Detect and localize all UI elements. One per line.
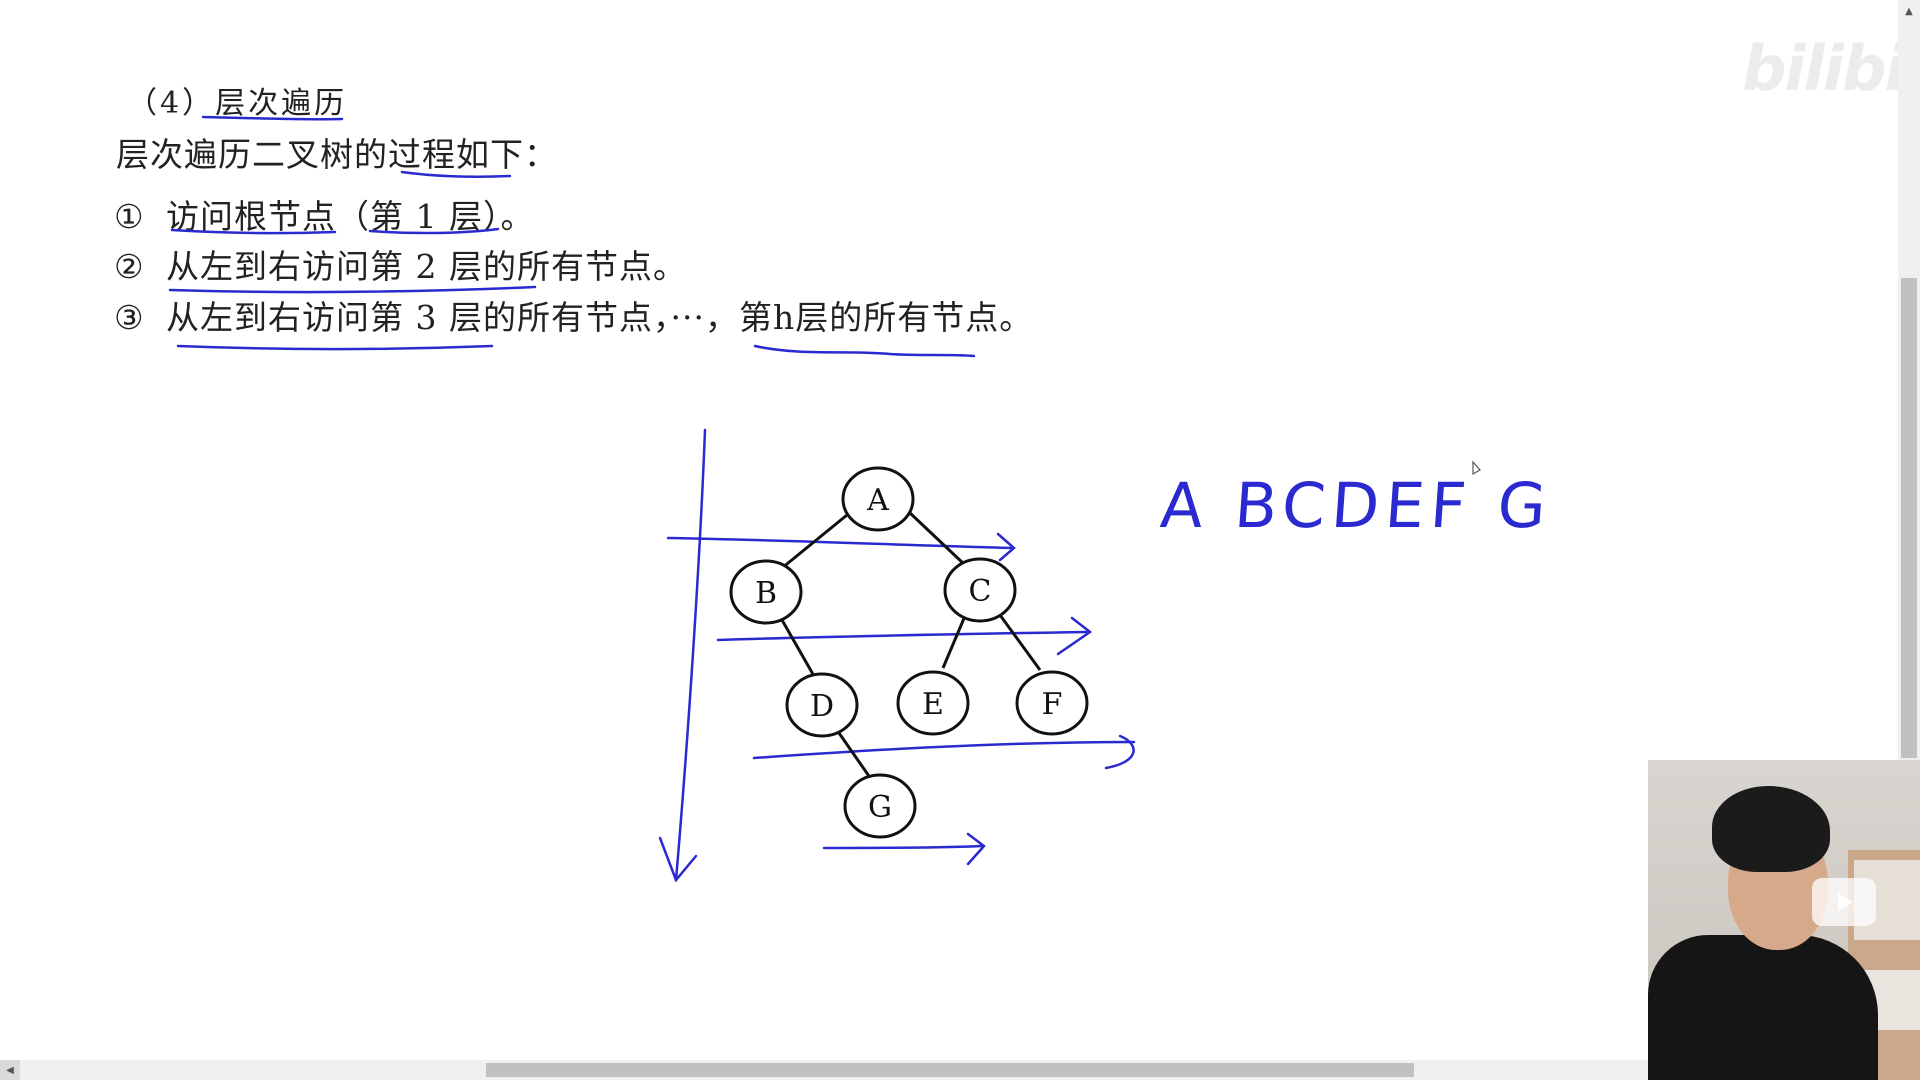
underline-intro (400, 170, 512, 179)
handwritten-underlines (168, 115, 976, 358)
underline-step3b (753, 344, 976, 358)
tree-node-a: A (841, 466, 915, 532)
node-label: F (1042, 687, 1063, 722)
scroll-left-button[interactable]: ◀ (0, 1060, 20, 1080)
edge-a-c (908, 511, 967, 567)
node-label: G (868, 790, 892, 825)
step-number: ① (114, 197, 145, 236)
cursor-icon (1472, 460, 1481, 476)
step-number: ② (114, 247, 145, 286)
step-1: ① 访问根节点（第 1 层）。 (114, 190, 534, 238)
node-label: D (810, 689, 834, 724)
underline-step1b (368, 227, 500, 235)
level4-arrowhead (966, 832, 986, 866)
level4-arrow (822, 844, 984, 850)
vertical-scroll-thumb[interactable] (1901, 278, 1917, 758)
level2-arrow (716, 630, 1090, 642)
horizontal-scrollbar[interactable]: ◀ (0, 1060, 1920, 1080)
intro-text: 层次遍历二叉树的过程如下： (116, 135, 558, 174)
level1-arrow (666, 536, 1014, 550)
handwritten-result: A BCDEF G (1158, 469, 1554, 542)
step-text: 从左到右访问第 2 层的所有节点。 (166, 247, 687, 286)
tree-edges (780, 511, 1042, 780)
tree-node-f: F (1015, 670, 1089, 736)
step-3: ③ 从左到右访问第 3 层的所有节点，···，第h层的所有节点。 (114, 291, 1033, 339)
node-label: B (755, 576, 777, 611)
bilibili-watermark: bilibili (1742, 32, 1920, 105)
edge-c-f (998, 614, 1042, 671)
play-triangle-icon (1838, 893, 1853, 911)
node-label: A (866, 483, 889, 518)
level2-arrowhead (1056, 616, 1093, 656)
level3-arrow (752, 740, 1136, 760)
tree-node-g: G (843, 773, 917, 839)
step-text: 访问根节点（第 1 层）。 (166, 197, 535, 236)
underline-step1a (170, 228, 337, 235)
node-label: E (922, 687, 944, 722)
edge-c-e (941, 615, 967, 669)
edge-b-d (780, 619, 816, 677)
step-2: ② 从左到右访问第 2 层的所有节点。 (114, 240, 687, 288)
level3-arrowhead (1104, 734, 1135, 770)
tree-node-d: D (785, 672, 859, 738)
tree-node-c: C (943, 557, 1017, 623)
section-heading: （4）层次遍历 (127, 86, 348, 121)
tree-nodes: A B C D E F G (729, 466, 1089, 839)
level1-arrowhead (996, 532, 1016, 562)
presenter-body (1648, 935, 1878, 1080)
underline-step3a (176, 344, 494, 351)
webcam-overlay (1648, 760, 1920, 1080)
edge-d-g (837, 732, 873, 780)
tree-node-b: B (729, 559, 803, 625)
vertical-arrowhead (658, 836, 698, 883)
scroll-up-button[interactable]: ▲ (1898, 0, 1920, 22)
play-icon[interactable] (1812, 878, 1876, 926)
step-number: ③ (114, 298, 145, 337)
vertical-arrow (674, 428, 707, 882)
step-text: 从左到右访问第 3 层的所有节点，···，第h层的所有节点。 (166, 298, 1034, 337)
edge-a-b (781, 513, 848, 570)
node-label: C (969, 574, 992, 609)
underline-step2 (168, 285, 537, 294)
underline-heading (201, 115, 344, 121)
presenter-hair (1712, 786, 1830, 872)
diagram-canvas: A B C D E F G (168, 115, 1554, 883)
traversal-arrows (658, 428, 1136, 883)
horizontal-scroll-thumb[interactable] (486, 1063, 1414, 1077)
document-page: （4）层次遍历 层次遍历二叉树的过程如下： ① 访问根节点（第 1 层）。 ② 从左… (114, 32, 1920, 883)
tree-node-e: E (896, 670, 970, 736)
